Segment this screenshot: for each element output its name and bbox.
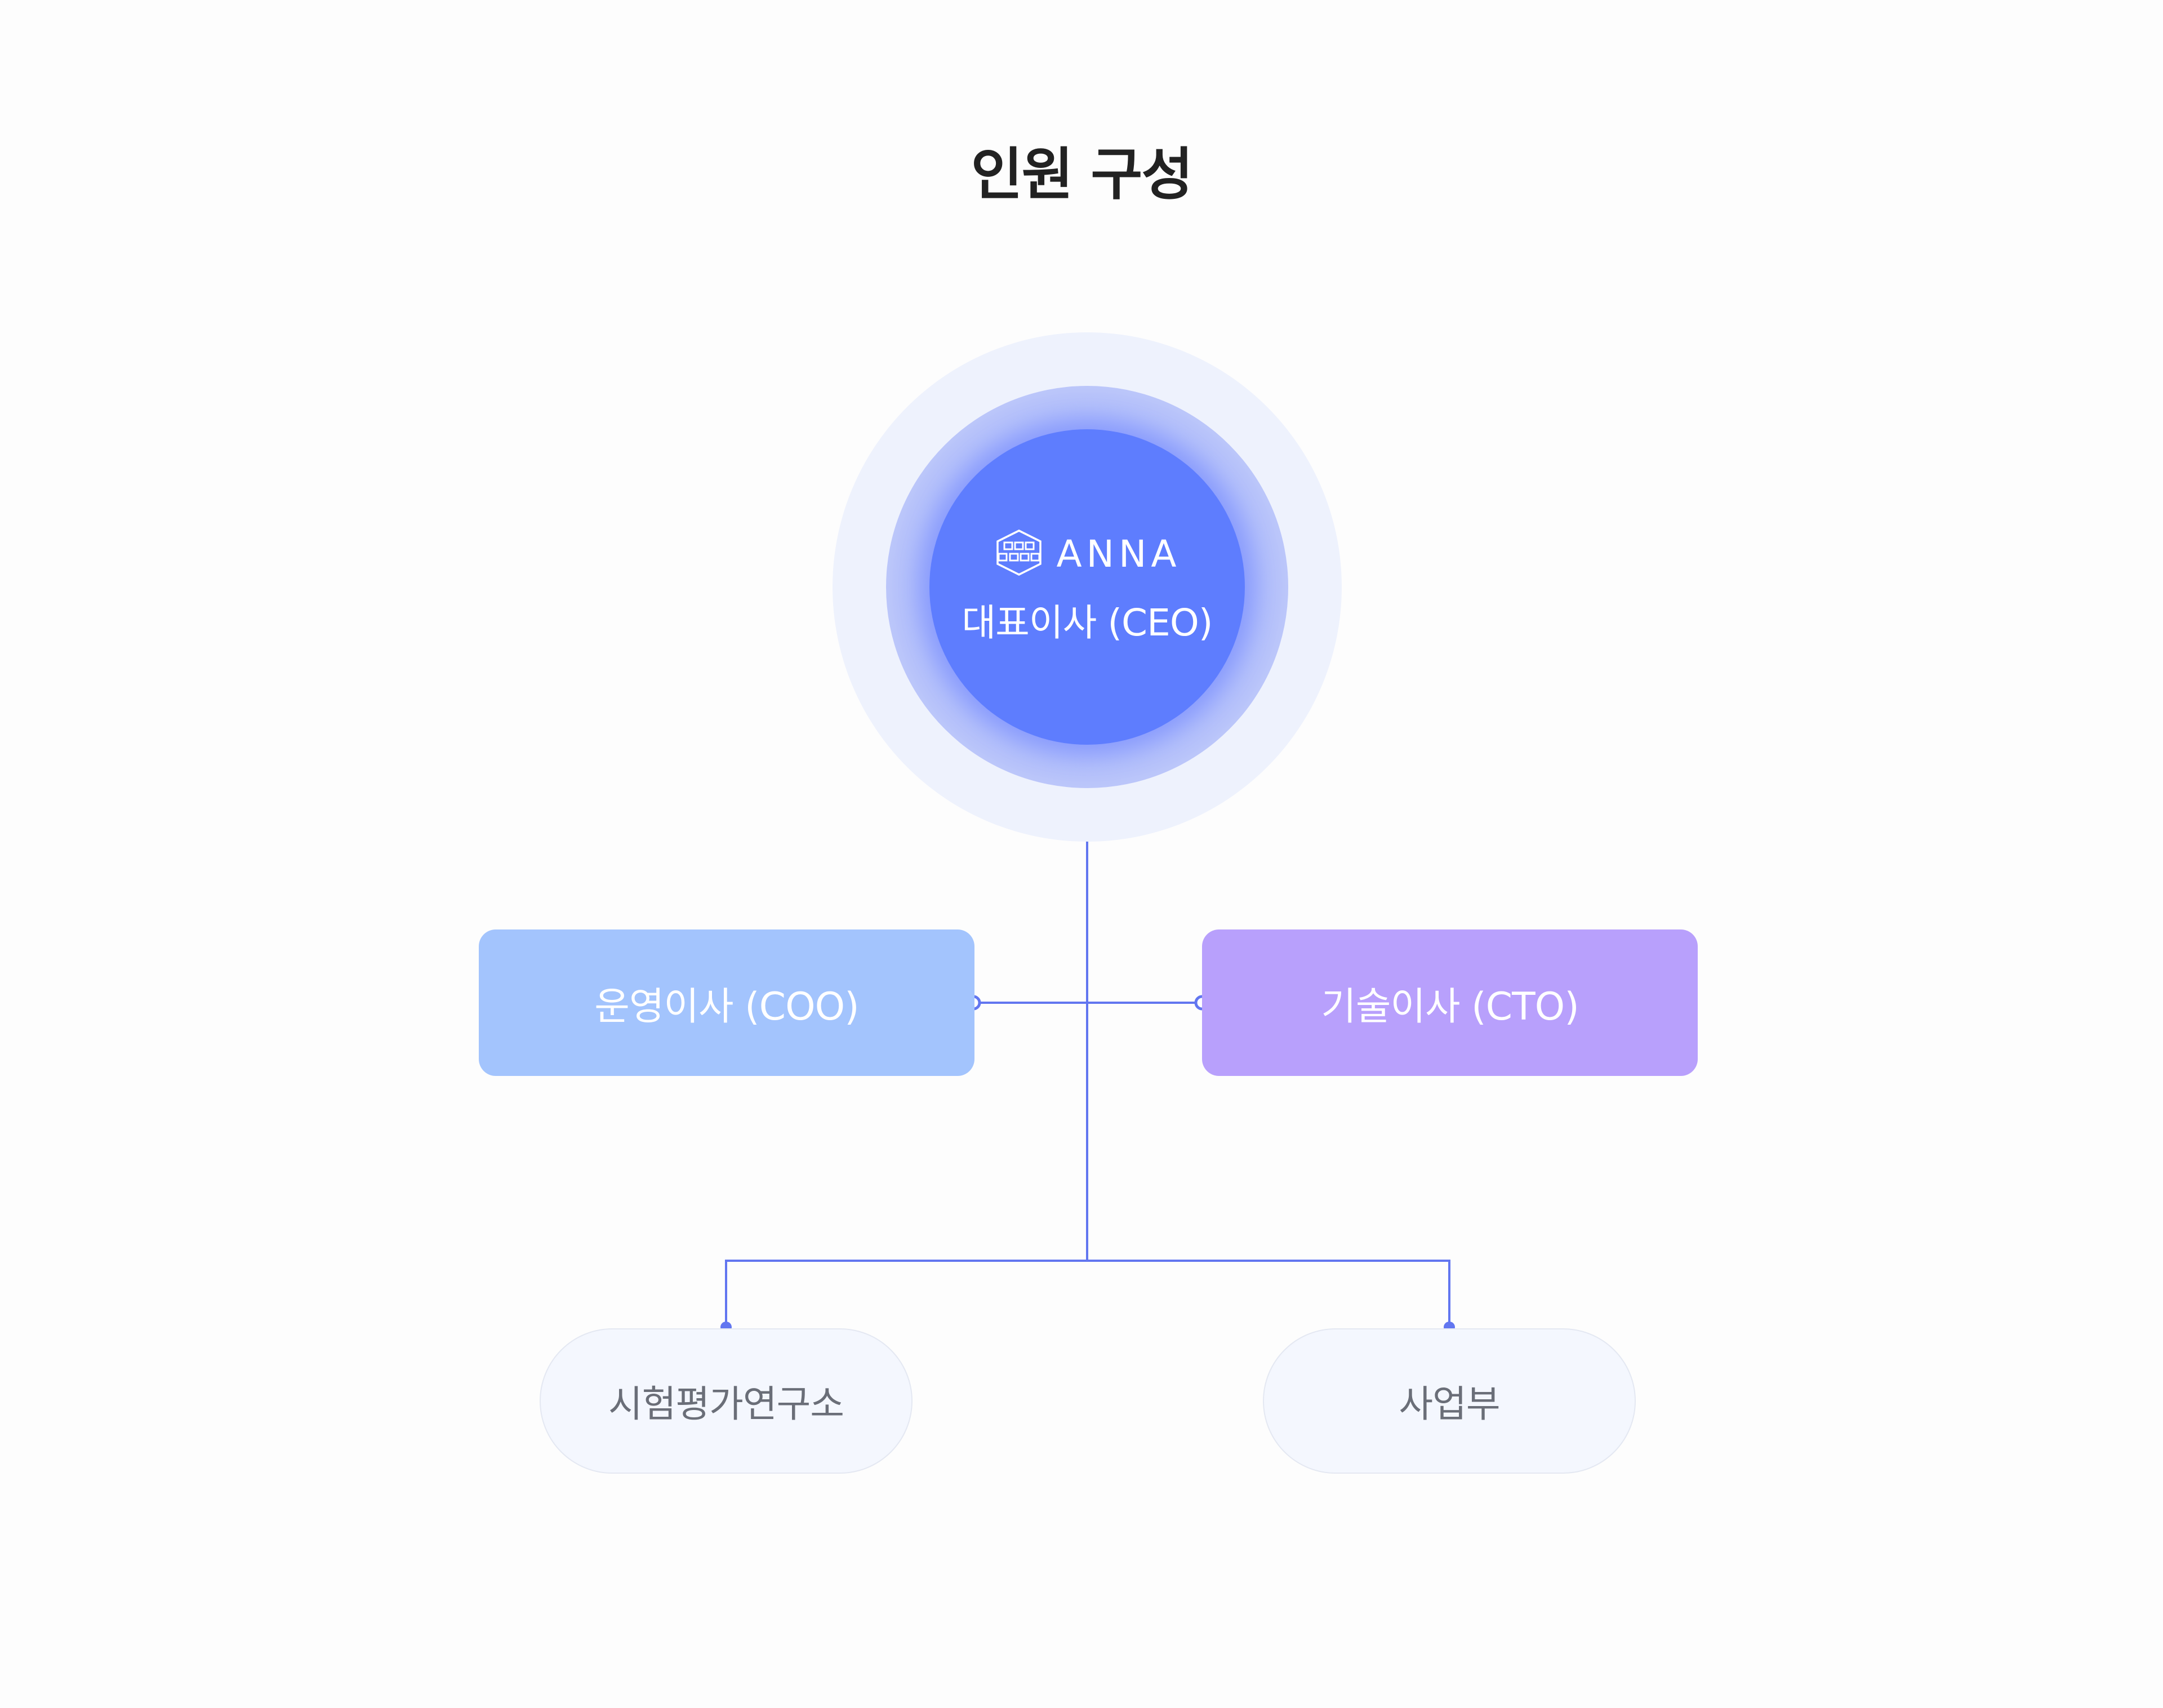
ceo-logo-text: ANNA	[1056, 532, 1181, 576]
department-branch-line	[725, 1260, 1450, 1328]
ceo-node: ANNA 대표이사 (CEO)	[929, 429, 1245, 745]
ceo-title: 대표이사 (CEO)	[962, 601, 1213, 644]
research-lab-node: 시험평가연구소	[540, 1328, 913, 1474]
business-division-node: 사업부	[1263, 1328, 1636, 1474]
coo-label: 운영이사 (COO)	[594, 984, 859, 1029]
ceo-logo: ANNA	[929, 528, 1245, 579]
cto-box: 기술이사 (CTO)	[1202, 929, 1698, 1076]
coo-box: 운영이사 (COO)	[479, 929, 974, 1076]
business-division-label: 사업부	[1399, 1382, 1500, 1426]
research-lab-label: 시험평가연구소	[608, 1382, 844, 1426]
page-title: 인원 구성	[971, 141, 1194, 207]
cto-label: 기술이사 (CTO)	[1321, 984, 1579, 1029]
anna-hexagon-logo-icon	[993, 529, 1045, 579]
